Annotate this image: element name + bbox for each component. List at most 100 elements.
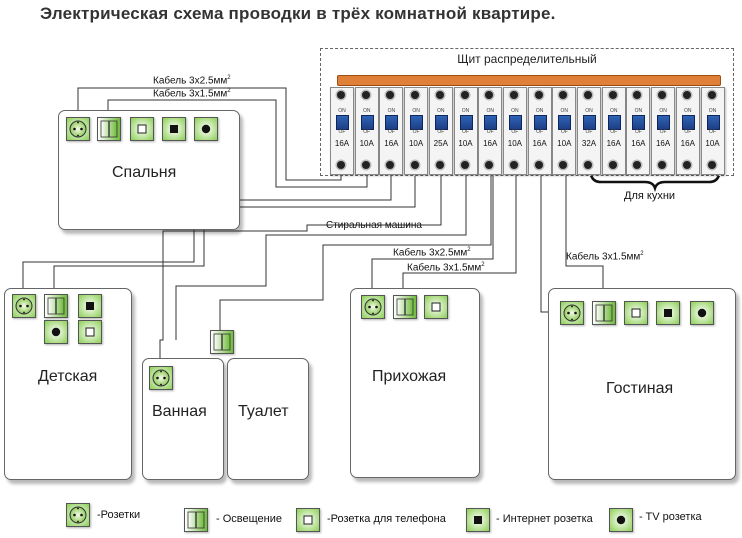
breaker-on-label: ON [659, 108, 667, 114]
breaker-on-label: ON [486, 108, 494, 114]
legend-internet-icon [466, 508, 490, 532]
breaker-screw-icon [707, 91, 716, 99]
breaker-on-label: ON [412, 108, 420, 114]
light-switch-icon [97, 117, 121, 141]
breaker-toggle[interactable] [434, 115, 448, 130]
breaker-off-label: OF [634, 129, 642, 135]
internet-socket-icon [162, 117, 186, 141]
breaker-toggle[interactable] [410, 115, 424, 130]
breaker-screw-icon [509, 161, 518, 169]
breaker-off-label: OF [462, 129, 469, 135]
panel-title: Щит распределительный [457, 52, 597, 66]
breaker-screw-icon [361, 91, 370, 99]
breaker-screw-icon [534, 161, 543, 169]
breaker-on-label: ON [338, 108, 346, 114]
breaker-on-label: ON [684, 108, 692, 114]
breaker-screw-icon [534, 91, 543, 99]
breaker-toggle[interactable] [607, 115, 621, 130]
breaker-rating: 25A [433, 139, 448, 148]
room-label-bathroom: Ванная [152, 403, 207, 420]
breaker-toggle[interactable] [360, 115, 374, 130]
room-toilet [227, 358, 309, 480]
tv-socket-icon [194, 117, 218, 141]
tv-socket-icon [44, 320, 68, 344]
breaker-rating: 10A [359, 139, 374, 148]
breaker-toggle[interactable] [508, 115, 522, 130]
breaker-rating: 16A [532, 139, 547, 148]
breaker-toggle[interactable] [681, 115, 695, 130]
breaker-toggle[interactable] [706, 115, 720, 130]
breaker-rating: 16A [483, 139, 498, 148]
breaker-screw-icon [386, 161, 395, 169]
breaker-on-label: ON [560, 108, 569, 114]
room-label-hallway: Прихожая [372, 368, 447, 385]
breaker-rating: 16A [384, 139, 399, 148]
breaker-screw-icon [485, 161, 494, 169]
breaker-screw-icon [633, 91, 642, 99]
breaker-rating: 10A [458, 139, 473, 148]
breaker-on-label: ON [362, 108, 371, 114]
breaker-toggle[interactable] [657, 115, 671, 130]
internet-socket-icon [656, 301, 680, 325]
breaker-screw-icon [435, 161, 444, 169]
breaker-rating: 16A [655, 139, 671, 148]
breaker-off-label: OF [709, 129, 716, 135]
breaker-toggle[interactable] [336, 115, 349, 130]
room-hallway [350, 288, 480, 478]
phone-socket-icon [424, 295, 448, 319]
washing-machine-label: Стиральная машина [326, 220, 422, 231]
breaker-toggle[interactable] [484, 115, 498, 130]
breaker-screw-icon [460, 161, 469, 169]
breaker-screw-icon [386, 91, 395, 99]
kitchen-label: Для кухни [624, 190, 676, 202]
breaker-off-label: OF [536, 129, 544, 135]
breaker-on-label: ON [461, 108, 470, 114]
breaker-toggle[interactable] [632, 115, 646, 130]
breaker-toggle[interactable] [385, 115, 399, 130]
breaker-screw-icon [361, 161, 370, 169]
breaker-screw-icon [411, 91, 420, 99]
breaker-on-label: ON [609, 108, 618, 114]
light-switch-icon [210, 330, 234, 354]
breaker-screw-icon [608, 161, 617, 169]
breaker-rating: 16A [631, 139, 646, 148]
phone-socket-icon [78, 320, 102, 344]
breaker-off-label: OF [412, 129, 420, 135]
breaker-off-label: OF [610, 129, 618, 135]
breaker-screw-icon [682, 91, 691, 99]
breaker-toggle[interactable] [583, 115, 596, 130]
legend-phone-icon [296, 508, 320, 532]
breaker-screw-icon [337, 91, 345, 99]
breaker-screw-icon [559, 91, 568, 99]
breaker-off-label: OF [338, 129, 346, 135]
legend-internet-label: - Интернет розетка [496, 513, 593, 525]
breaker-screw-icon [584, 161, 592, 169]
breaker-rating: 10A [557, 139, 572, 148]
room-label-kids: Детская [38, 368, 98, 385]
breaker-off-label: OF [437, 129, 445, 135]
legend-socket-icon [66, 503, 90, 527]
busbar [337, 75, 721, 86]
breaker-rating: 10A [507, 139, 522, 148]
breaker-toggle[interactable] [459, 115, 473, 130]
breaker-toggle[interactable] [558, 115, 572, 130]
breaker-6[interactable]: ON OF 10A [453, 87, 478, 175]
breaker-toggle[interactable] [533, 115, 547, 130]
room-label-bedroom: Спальня [112, 164, 177, 181]
